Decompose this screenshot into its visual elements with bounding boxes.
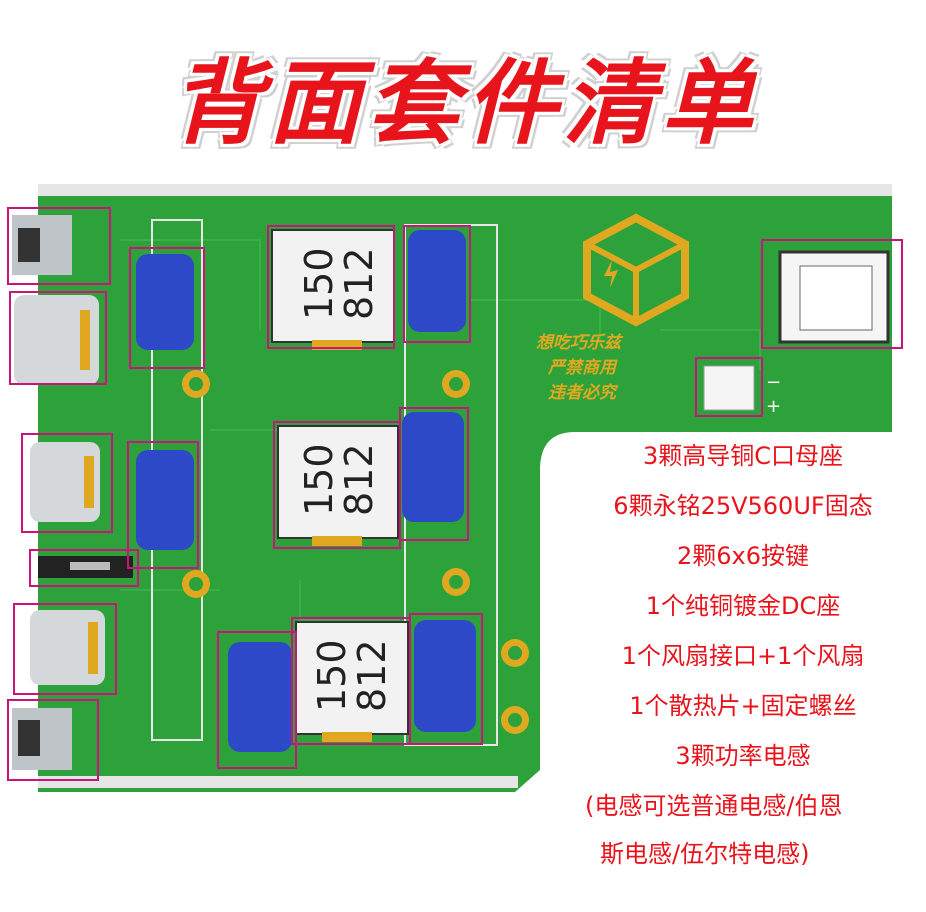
usb-c-port-3 <box>30 610 105 685</box>
inductor-3 <box>295 621 409 735</box>
pcb-substrate <box>38 184 892 792</box>
note-line-1: (电感可选普通电感/伯恩 <box>585 792 843 820</box>
logo-line-1: 想吃巧乐兹 <box>536 333 624 353</box>
inductor-1-label-2: 812 <box>337 247 381 320</box>
inductor-2 <box>277 425 399 539</box>
capacitor-5 <box>228 642 292 752</box>
capacitors <box>136 230 476 752</box>
page-title: 背面套件清单 <box>120 40 810 157</box>
feature-item: 3颗功率电感 <box>675 742 811 770</box>
polarity-plus: + <box>766 396 781 417</box>
note-line-2: 斯电感/伍尔特电感) <box>600 840 810 868</box>
capacitor-1 <box>136 254 194 350</box>
inductor-2-label-1: 150 <box>297 443 341 516</box>
pcb-edge-bottom <box>38 776 518 788</box>
logo-line-2: 严禁商用 <box>547 358 618 378</box>
capacitor-3 <box>402 412 464 522</box>
polarity-minus: − <box>766 372 781 393</box>
feature-item: 1个散热片+固定螺丝 <box>629 692 857 720</box>
capacitor-4 <box>136 450 194 550</box>
brand-logo-icon <box>583 213 689 327</box>
capacitor-2 <box>408 230 466 332</box>
inductor-2-label-2: 812 <box>337 443 381 516</box>
inductor-3-label-1: 150 <box>310 639 354 712</box>
logo-line-3: 违者必究 <box>548 383 619 403</box>
feature-item: 6颗永铭25V560UF固态 <box>613 492 873 520</box>
highlight-boxes <box>7 207 903 781</box>
inductor-3-label-2: 812 <box>350 639 394 712</box>
fan-connector <box>703 365 755 411</box>
pcb-board: 150 812 150 812 150 812 想吃巧乐兹 严禁商用 违者必究 … <box>7 184 903 792</box>
usb-c-port-1 <box>14 295 99 385</box>
usb-c-port-2 <box>30 442 100 522</box>
feature-item: 1个风扇接口+1个风扇 <box>621 642 865 670</box>
feature-item: 3颗高导铜C口母座 <box>642 442 844 470</box>
title-text: 背面套件清单 <box>170 49 759 157</box>
capacitor-6 <box>414 620 476 732</box>
feature-item: 1个纯铜镀金DC座 <box>645 592 841 620</box>
inductor-1-label-1: 150 <box>297 247 341 320</box>
feature-item: 2颗6x6按键 <box>676 542 809 570</box>
pcb-edge-top <box>38 184 892 196</box>
